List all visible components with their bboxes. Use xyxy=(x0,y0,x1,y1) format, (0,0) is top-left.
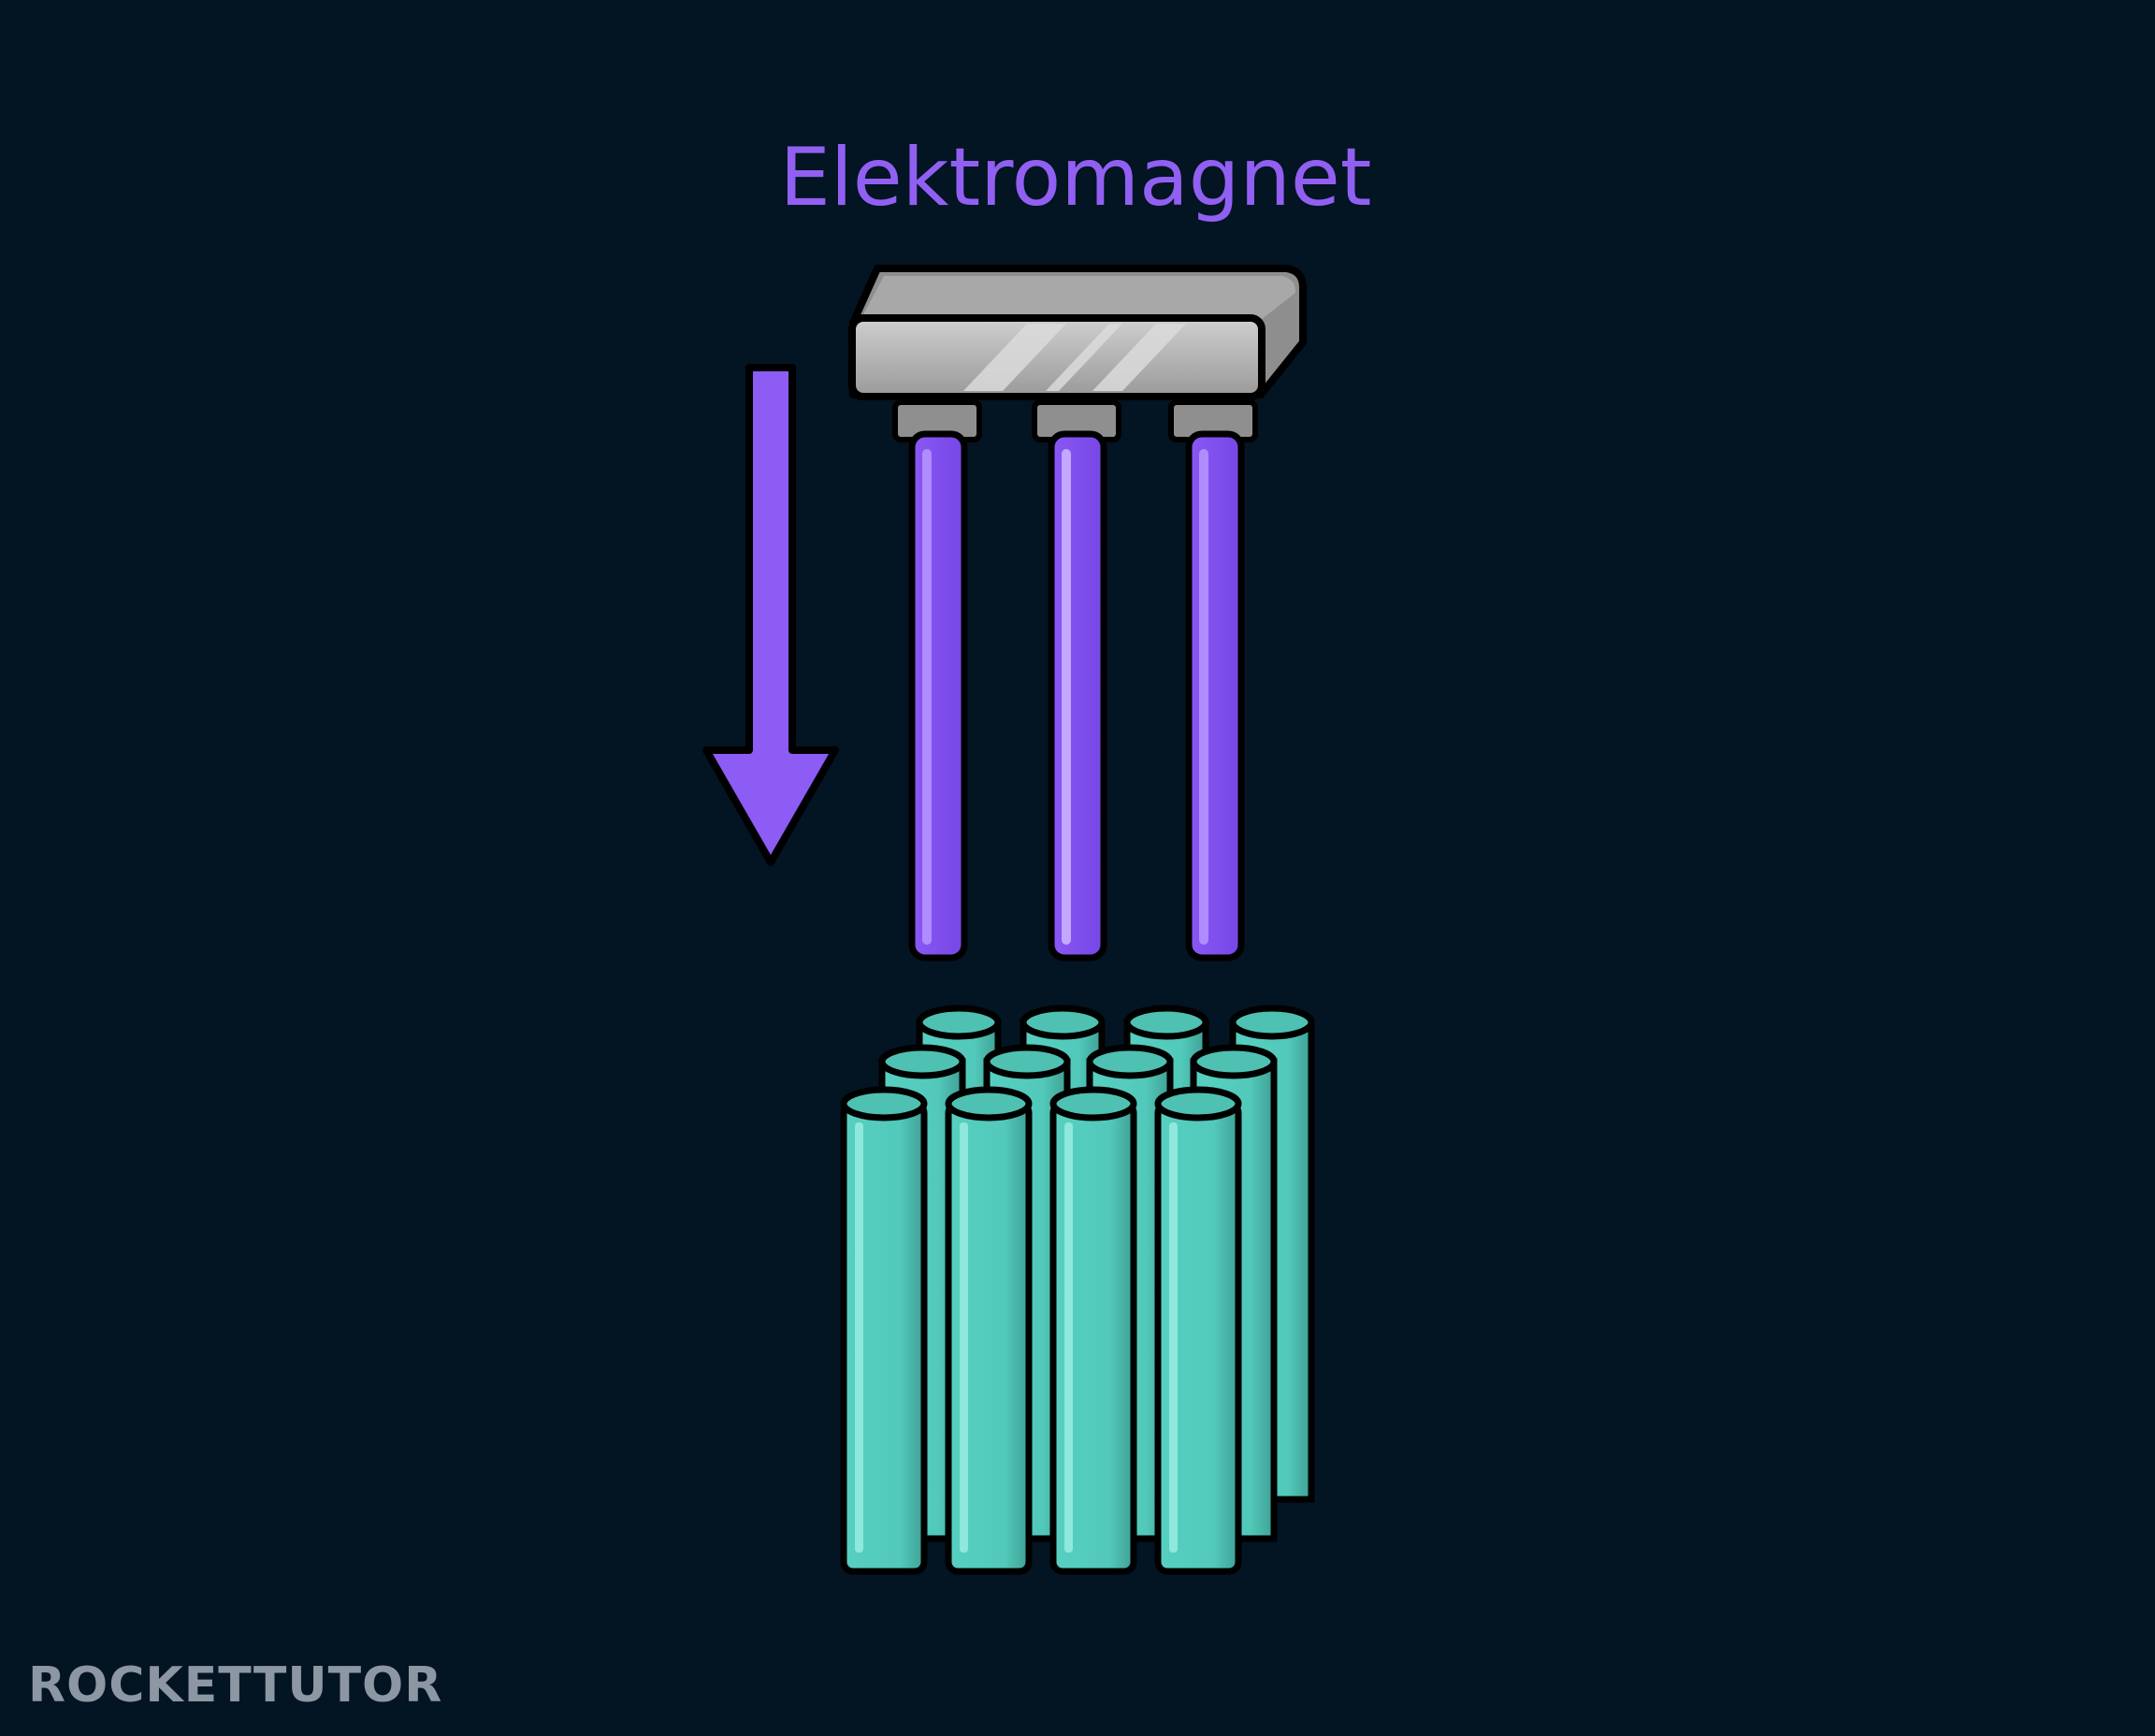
cylinder xyxy=(1154,1086,1242,1575)
electromagnet-rods xyxy=(908,430,1245,962)
diagram-title: Elektromagnet xyxy=(779,131,1372,224)
electromagnet-icon xyxy=(848,265,1308,442)
down-arrow-icon xyxy=(702,364,839,866)
cylinder-bundle xyxy=(840,1005,1315,1575)
rod xyxy=(1048,430,1107,962)
cylinder xyxy=(1049,1086,1137,1575)
rockettutor-logo: ROCKETTUTOR xyxy=(28,1657,443,1714)
rod xyxy=(1185,430,1245,962)
cylinder xyxy=(945,1086,1033,1575)
cylinder xyxy=(840,1086,928,1575)
rod xyxy=(908,430,968,962)
